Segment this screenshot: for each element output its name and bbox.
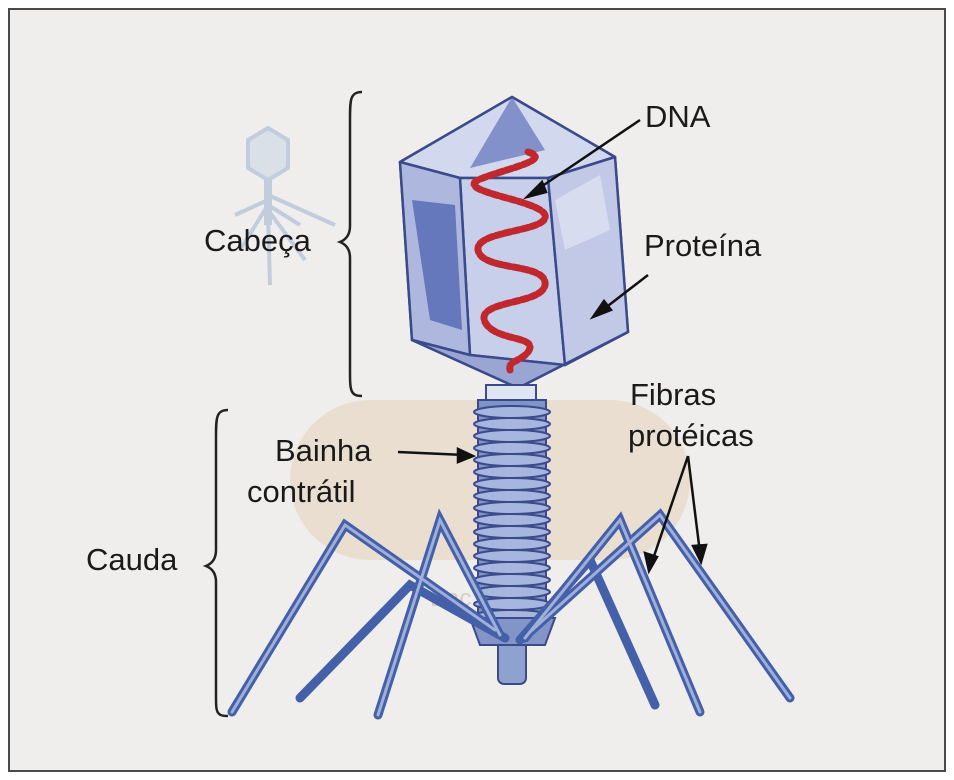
sheath-coil xyxy=(473,465,551,479)
sheath-coil xyxy=(473,561,551,575)
label-cabeca: Cabeça xyxy=(204,223,312,258)
sheath-coil xyxy=(473,549,551,563)
sheath-coil xyxy=(473,477,551,491)
sheath-coil xyxy=(473,441,551,455)
sheath-coil xyxy=(473,513,551,527)
label-fibras-line2: protéicas xyxy=(628,418,754,453)
leader-arrows xyxy=(397,118,708,575)
tail-sheath xyxy=(473,399,551,633)
cabeca-brace xyxy=(336,90,363,398)
ghost-phage-icon xyxy=(234,125,336,286)
sheath-coil xyxy=(473,453,551,467)
label-bainha-line1: Bainha xyxy=(275,433,372,468)
sheath-coil xyxy=(473,405,551,419)
sheath-coil xyxy=(473,525,551,539)
sheath-coil xyxy=(473,501,551,515)
sheath-coil xyxy=(473,585,551,599)
label-cauda: Cauda xyxy=(86,542,178,577)
tail-fibers-highlight xyxy=(230,512,792,717)
sheath-coil xyxy=(473,489,551,503)
label-proteina: Proteína xyxy=(644,228,762,263)
label-dna: DNA xyxy=(645,99,711,134)
label-fibras-line1: Fibras xyxy=(630,377,716,412)
dna-strand xyxy=(470,148,549,374)
cauda-brace xyxy=(202,408,229,718)
sheath-coil xyxy=(473,537,551,551)
sheath-coil xyxy=(473,573,551,587)
sheath-coil xyxy=(473,429,551,443)
label-bainha-line2: contrátil xyxy=(247,474,356,509)
sheath-coil xyxy=(473,417,551,431)
